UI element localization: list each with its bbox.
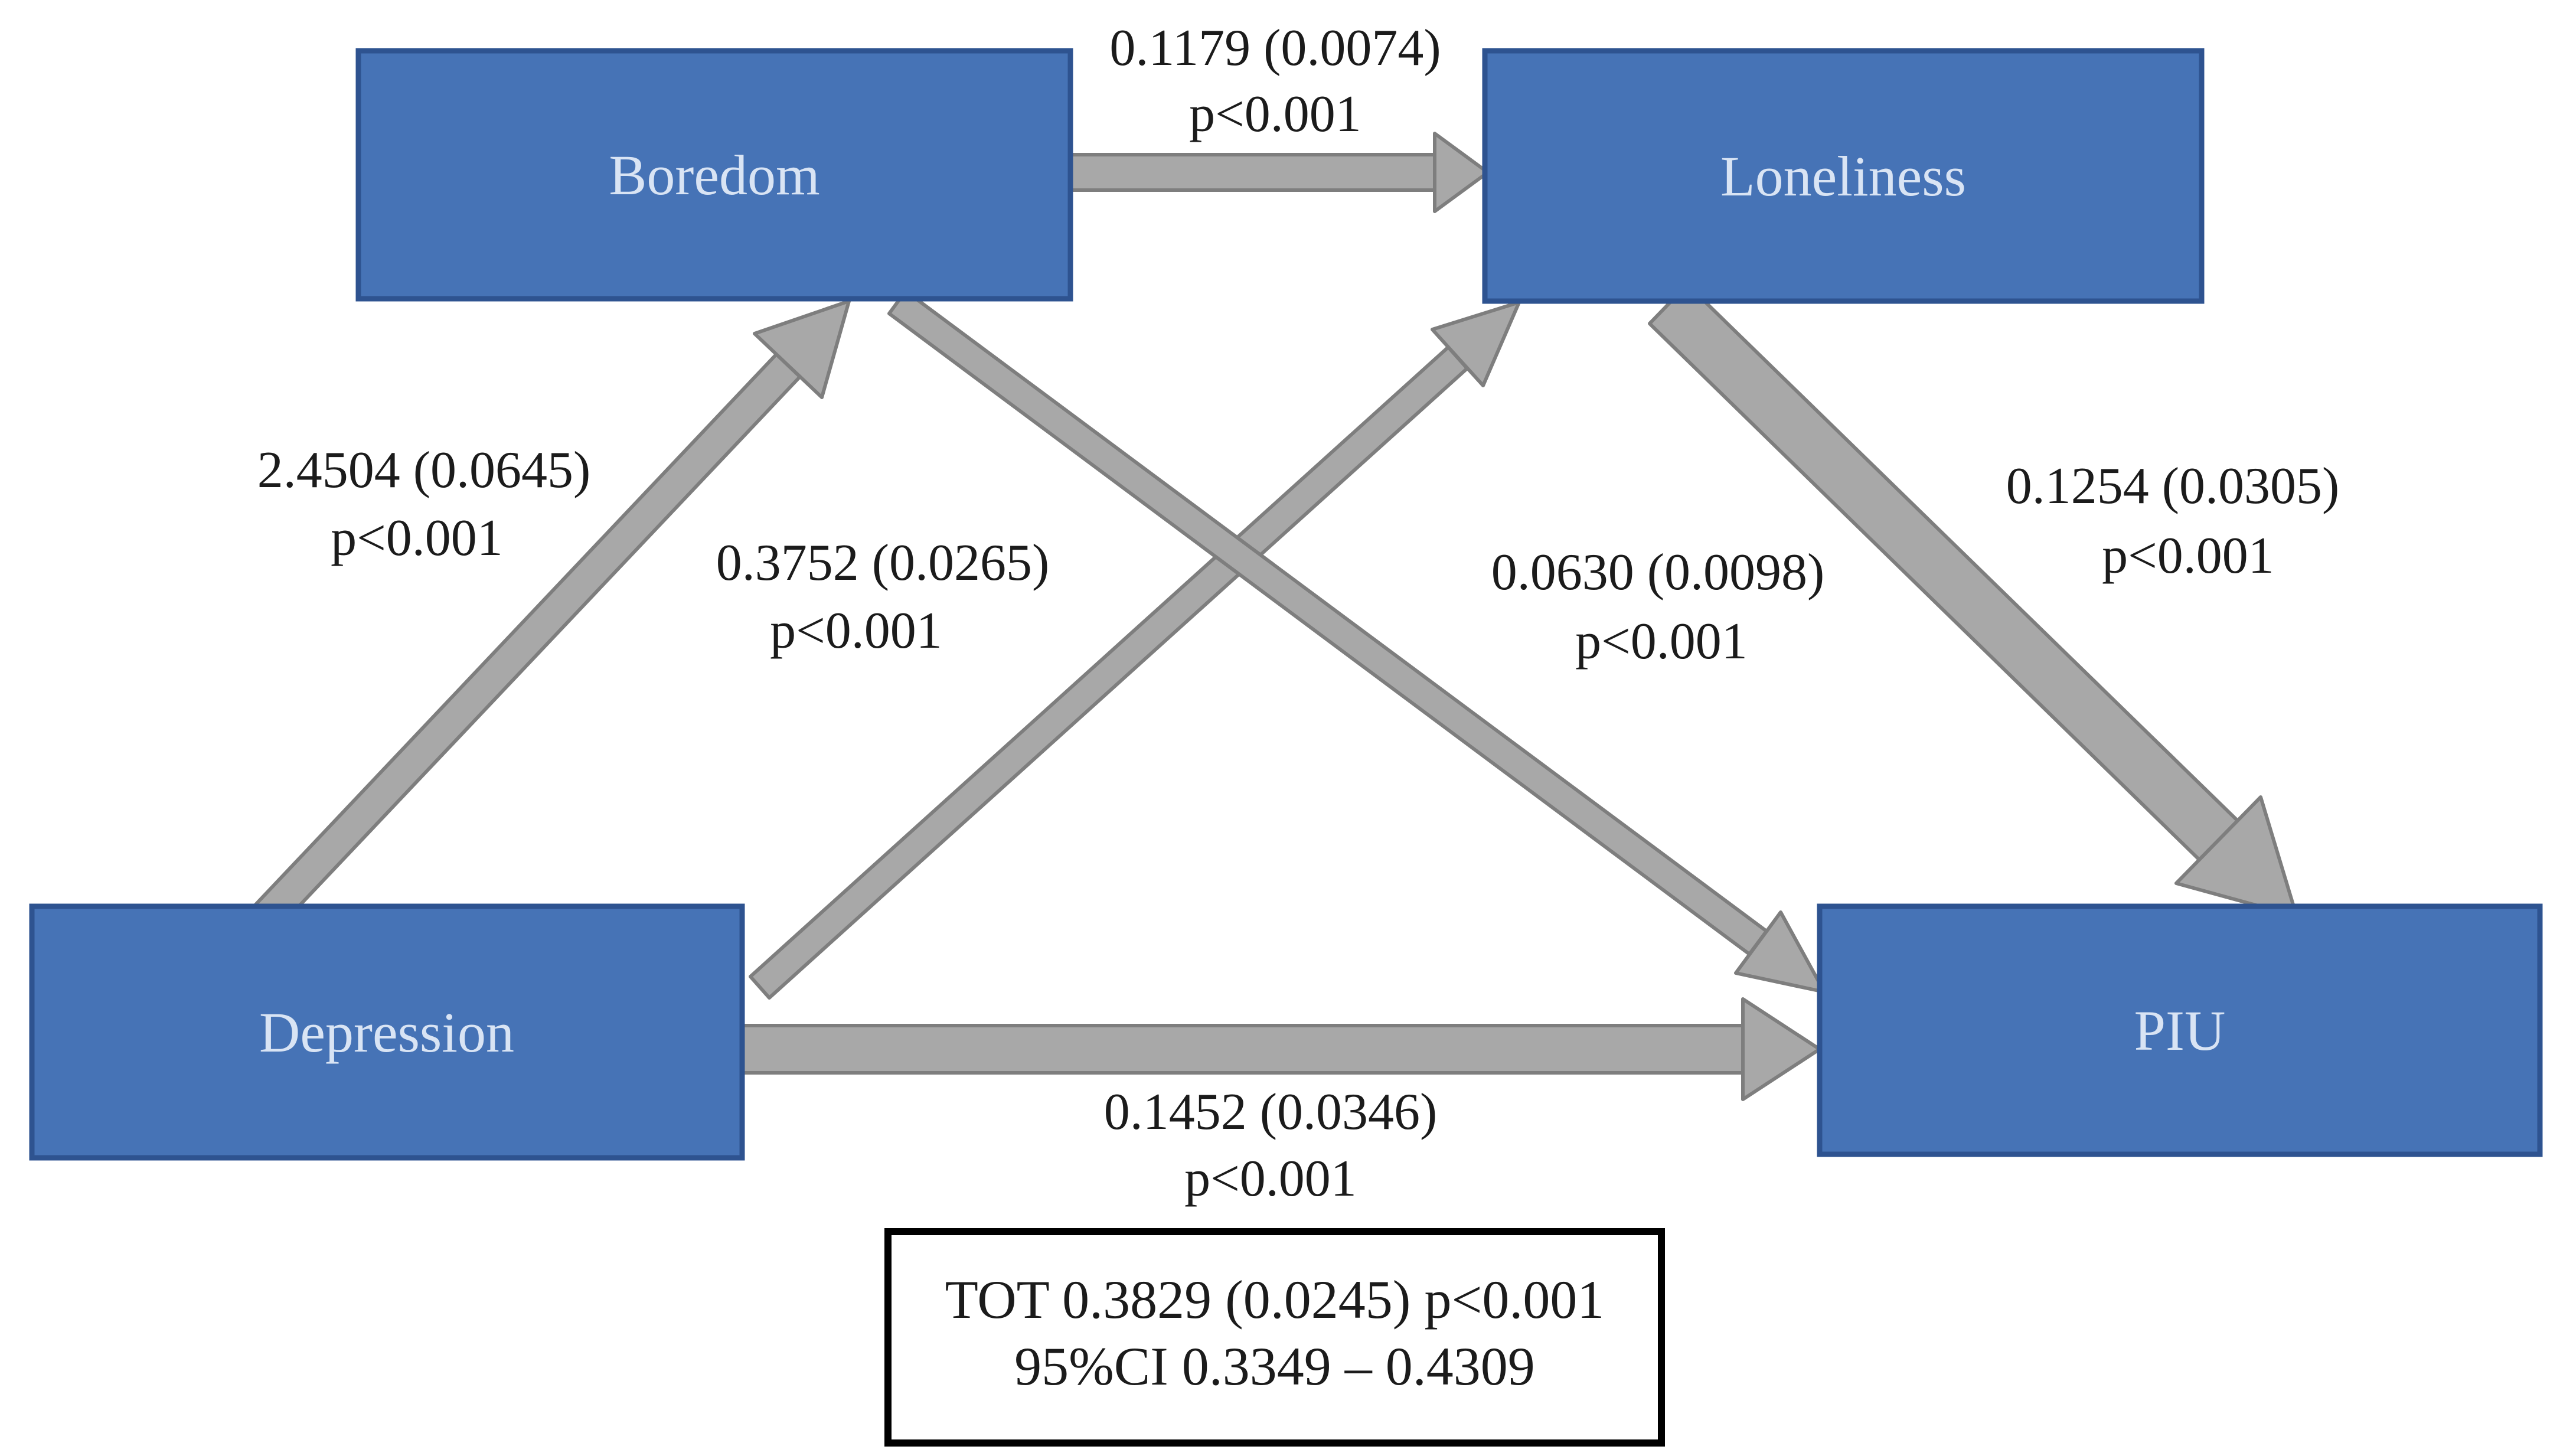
path-label-depression-to-loneliness: 0.3752 (0.0265) p<0.001 xyxy=(716,534,1050,660)
path-labels: 0.1179 (0.0074) p<0.001 2.4504 (0.0645) … xyxy=(257,19,2340,1207)
path-coef-loneliness-to-piu: 0.1254 (0.0305) xyxy=(2006,458,2340,515)
arrow-depression-to-loneliness xyxy=(749,301,1521,1000)
arrow-depression-to-piu-head xyxy=(1741,997,1821,1101)
path-coef-depression-to-boredom: 2.4504 (0.0645) xyxy=(257,442,591,499)
arrow-boredom-to-loneliness-shaft xyxy=(1069,153,1436,192)
node-boredom-box xyxy=(355,48,1073,302)
arrow-depression-to-piu-shaft xyxy=(740,1024,1745,1075)
node-depression-box xyxy=(29,903,745,1161)
total-effect-line1: TOT 0.3829 (0.0245) p<0.001 xyxy=(945,1269,1605,1330)
arrow-depression-to-loneliness-head xyxy=(1431,301,1521,387)
nodes: Boredom Loneliness Depression PIU xyxy=(29,48,2543,1161)
arrow-depression-to-boredom-shaft xyxy=(253,352,802,929)
path-coef-boredom-to-piu: 0.0630 (0.0098) xyxy=(1491,544,1825,601)
path-label-boredom-to-loneliness: 0.1179 (0.0074) p<0.001 xyxy=(1109,19,1441,143)
path-label-depression-to-piu: 0.1452 (0.0346) p<0.001 xyxy=(1104,1083,1438,1207)
arrow-depression-to-piu xyxy=(740,997,1821,1101)
path-pvalue-loneliness-to-piu: p<0.001 xyxy=(2102,527,2274,585)
path-pvalue-depression-to-piu: p<0.001 xyxy=(1184,1150,1357,1207)
arrow-boredom-to-loneliness-head xyxy=(1433,132,1490,213)
path-coef-depression-to-loneliness: 0.3752 (0.0265) xyxy=(716,534,1050,592)
path-pvalue-depression-to-boredom: p<0.001 xyxy=(331,510,503,567)
arrow-loneliness-to-piu-head xyxy=(2174,795,2298,918)
total-effect-box: TOT 0.3829 (0.0245) p<0.001 95%CI 0.3349… xyxy=(884,1228,1665,1447)
node-piu-label: PIU xyxy=(2134,999,2226,1062)
total-effect-rect xyxy=(884,1228,1665,1447)
node-depression-label: Depression xyxy=(259,1001,514,1064)
node-loneliness-label: Loneliness xyxy=(1720,145,1966,208)
path-pvalue-boredom-to-piu: p<0.001 xyxy=(1575,613,1748,670)
node-piu-box xyxy=(1817,903,2543,1157)
path-pvalue-depression-to-loneliness: p<0.001 xyxy=(770,602,942,660)
path-coef-boredom-to-loneliness: 0.1179 (0.0074) xyxy=(1109,19,1441,77)
arrow-depression-to-boredom-head xyxy=(753,299,851,399)
path-pvalue-boredom-to-loneliness: p<0.001 xyxy=(1189,86,1361,143)
arrow-boredom-to-loneliness xyxy=(1069,132,1490,213)
arrow-loneliness-to-piu xyxy=(1648,283,2298,918)
node-boredom-label: Boredom xyxy=(609,143,819,207)
path-label-loneliness-to-piu: 0.1254 (0.0305) p<0.001 xyxy=(2006,458,2340,585)
total-effect-line2: 95%CI 0.3349 – 0.4309 xyxy=(1014,1336,1535,1396)
arrow-depression-to-boredom xyxy=(253,299,851,929)
path-label-depression-to-boredom: 2.4504 (0.0645) p<0.001 xyxy=(257,442,591,567)
arrows xyxy=(253,132,2298,1101)
arrow-boredom-to-piu-head xyxy=(1734,910,1826,994)
path-label-boredom-to-piu: 0.0630 (0.0098) p<0.001 xyxy=(1491,544,1825,670)
node-loneliness-box xyxy=(1482,48,2205,304)
path-coef-depression-to-piu: 0.1452 (0.0346) xyxy=(1104,1083,1438,1141)
